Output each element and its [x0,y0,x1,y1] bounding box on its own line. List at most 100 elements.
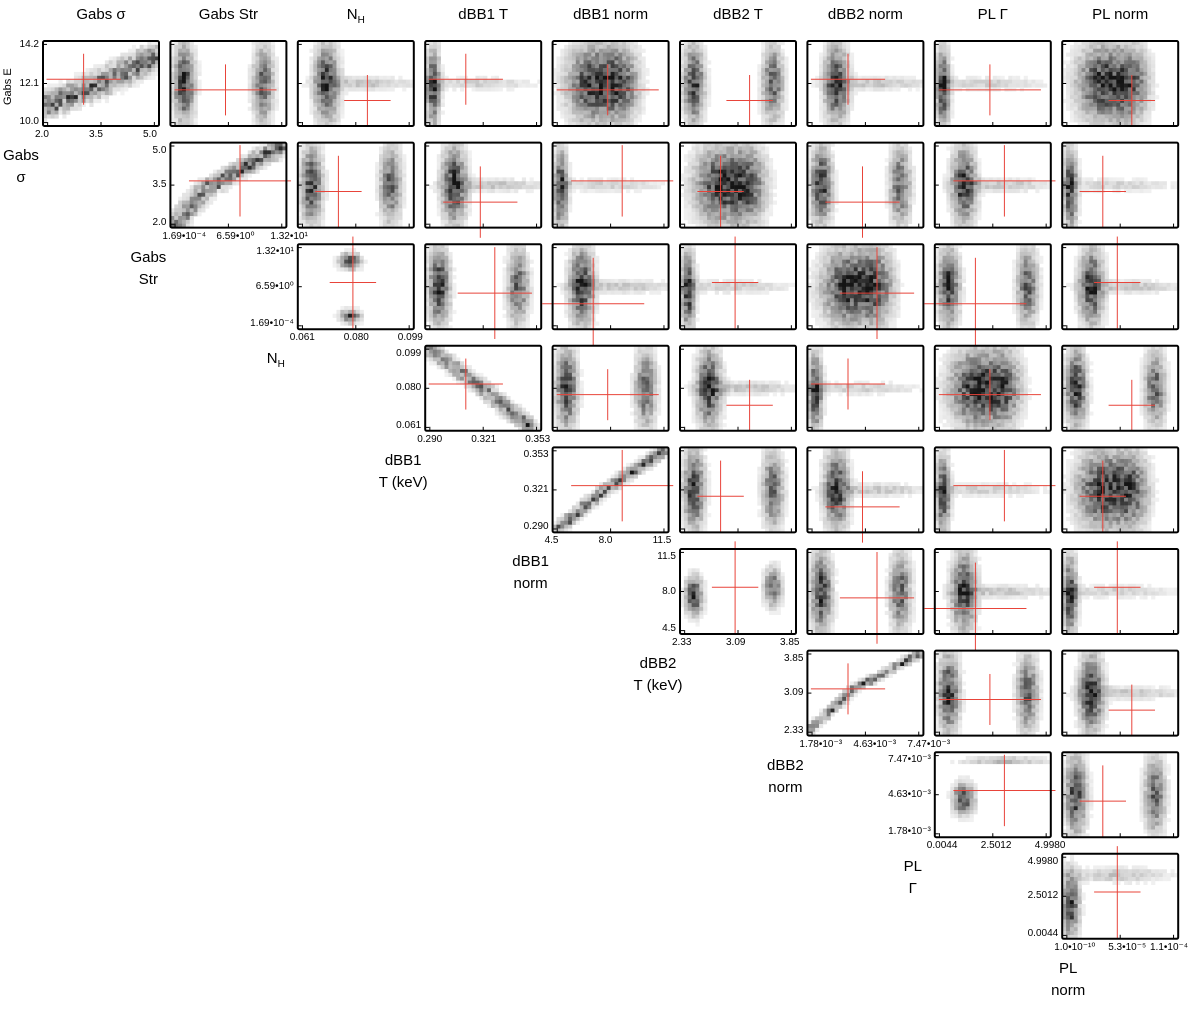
panel-r2-c5 [679,236,797,331]
y-tick-label: 0.353 [523,449,549,461]
panel-r0-c6 [806,40,925,127]
column-header: dBB1 T [458,6,509,23]
panel-r7-c7 [933,751,1056,839]
panel-r2-c3 [424,243,543,339]
axis-label: norm [513,575,548,593]
x-tick-label: 0.0044 [926,840,958,852]
panel-r3-c3 [424,344,543,432]
axis-label: norm [768,778,803,796]
panel-r1-c5 [679,141,797,229]
column-header: dBB2 norm [827,6,903,23]
column-header: Gabs Str [198,6,258,23]
panel-r2-c2 [296,236,415,331]
panel-r2-c8 [1061,236,1180,331]
panel-r2-c4 [542,243,670,350]
x-tick-label: 8.0 [598,535,613,547]
x-tick-label: 0.080 [343,332,369,344]
y-tick-label: 0.321 [523,483,549,495]
panel-r3-c7 [933,344,1052,432]
x-tick-label: 1.32•10¹ [270,230,308,242]
column-header: dBB1 norm [573,6,649,23]
x-tick-label: 2.0 [35,129,49,140]
column-header: PL norm [1092,6,1149,23]
axis-label: T (keV) [378,473,428,491]
axis-label: Γ [908,880,917,898]
axis-label: dBB1 [512,553,549,571]
column-header: PL Γ [977,6,1008,23]
panel-r4-c7 [933,446,1056,534]
x-tick-label: 2.33 [672,637,692,648]
panel-r3-c5 [679,344,797,432]
y-tick-label: 10.0 [19,116,39,127]
axis-label: dBB2 [639,655,677,672]
y-axis-label: Gabs E [2,68,14,105]
panel-r0-c5 [679,40,797,127]
y-tick-label: 6.59•10⁰ [255,280,294,292]
y-tick-label: 12.1 [19,77,39,89]
y-tick-label: 2.0 [152,216,167,228]
y-tick-label: 4.9980 [1027,855,1059,867]
panel-r1-c3 [424,141,543,238]
panel-r0-c4 [551,40,670,127]
axis-label: Str [138,270,158,288]
x-tick-label: 2.5012 [980,840,1012,852]
panel-r6-c8 [1061,649,1180,737]
axis-label: norm [1051,981,1086,999]
panel-r4-c4 [551,446,674,534]
x-tick-label: 11.5 [652,535,672,547]
panel-r3-c8 [1061,344,1180,432]
panel-r1-c6 [806,141,925,238]
panel-r1-c4 [551,141,674,229]
axis-label: PL [903,858,922,876]
x-tick-label: 5.0 [143,129,157,140]
column-header: dBB2 T [713,6,763,23]
x-tick-label: 1.69•10⁻⁴ [162,230,207,242]
panel-r6-c7 [933,649,1052,737]
panel-r0-c7 [933,40,1052,127]
y-tick-label: 1.78•10⁻³ [888,826,931,838]
axis-label: σ [16,169,26,186]
axis-label: dBB2 [767,756,804,774]
column-header: NH [346,6,365,26]
panel-r8-c8 [1061,846,1180,940]
panel-r5-c7 [924,548,1052,655]
x-tick-label: 6.59•10⁰ [216,230,255,242]
panel-r0-c2 [296,40,415,127]
panel-r1-c2 [296,141,415,229]
y-tick-label: 5.0 [152,144,167,156]
axis-label: dBB1 [384,451,422,469]
x-tick-label: 0.290 [417,433,443,445]
y-tick-label: 7.47•10⁻³ [888,754,931,766]
panel-r2-c6 [806,243,925,339]
x-tick-label: 7.47•10⁻³ [907,738,951,750]
panel-r6-c6 [806,649,925,737]
column-header: Gabs σ [76,6,126,23]
x-tick-label: 0.061 [289,332,315,344]
y-tick-label: 0.099 [396,347,422,359]
x-tick-label: 4.5 [544,535,559,547]
y-tick-label: 8.0 [662,585,676,597]
y-tick-label: 4.5 [662,623,676,634]
x-tick-label: 0.353 [525,433,551,445]
panel-r5-c8 [1061,541,1180,635]
x-tick-label: 3.85 [780,637,800,648]
y-tick-label: 14.2 [19,39,39,50]
x-tick-label: 0.321 [471,433,497,445]
y-tick-label: 3.5 [152,179,167,191]
panel-r1-c8 [1061,141,1180,229]
axis-label: Gabs [3,147,39,164]
y-tick-label: 0.061 [396,419,422,431]
panel-r2-c7 [924,243,1052,350]
panel-r0-c8 [1061,40,1180,127]
x-tick-label: 3.09 [726,637,746,648]
panel-r4-c6 [806,446,925,543]
panel-r0-c3 [424,40,543,127]
x-tick-label: 4.9980 [1034,840,1066,852]
y-tick-label: 0.290 [523,521,549,533]
y-tick-label: 11.5 [657,551,676,562]
panel-r5-c6 [806,548,925,644]
x-tick-label: 3.5 [89,129,103,140]
x-tick-label: 1.1•10⁻⁴ [1150,941,1189,953]
y-tick-label: 0.0044 [1027,927,1059,939]
